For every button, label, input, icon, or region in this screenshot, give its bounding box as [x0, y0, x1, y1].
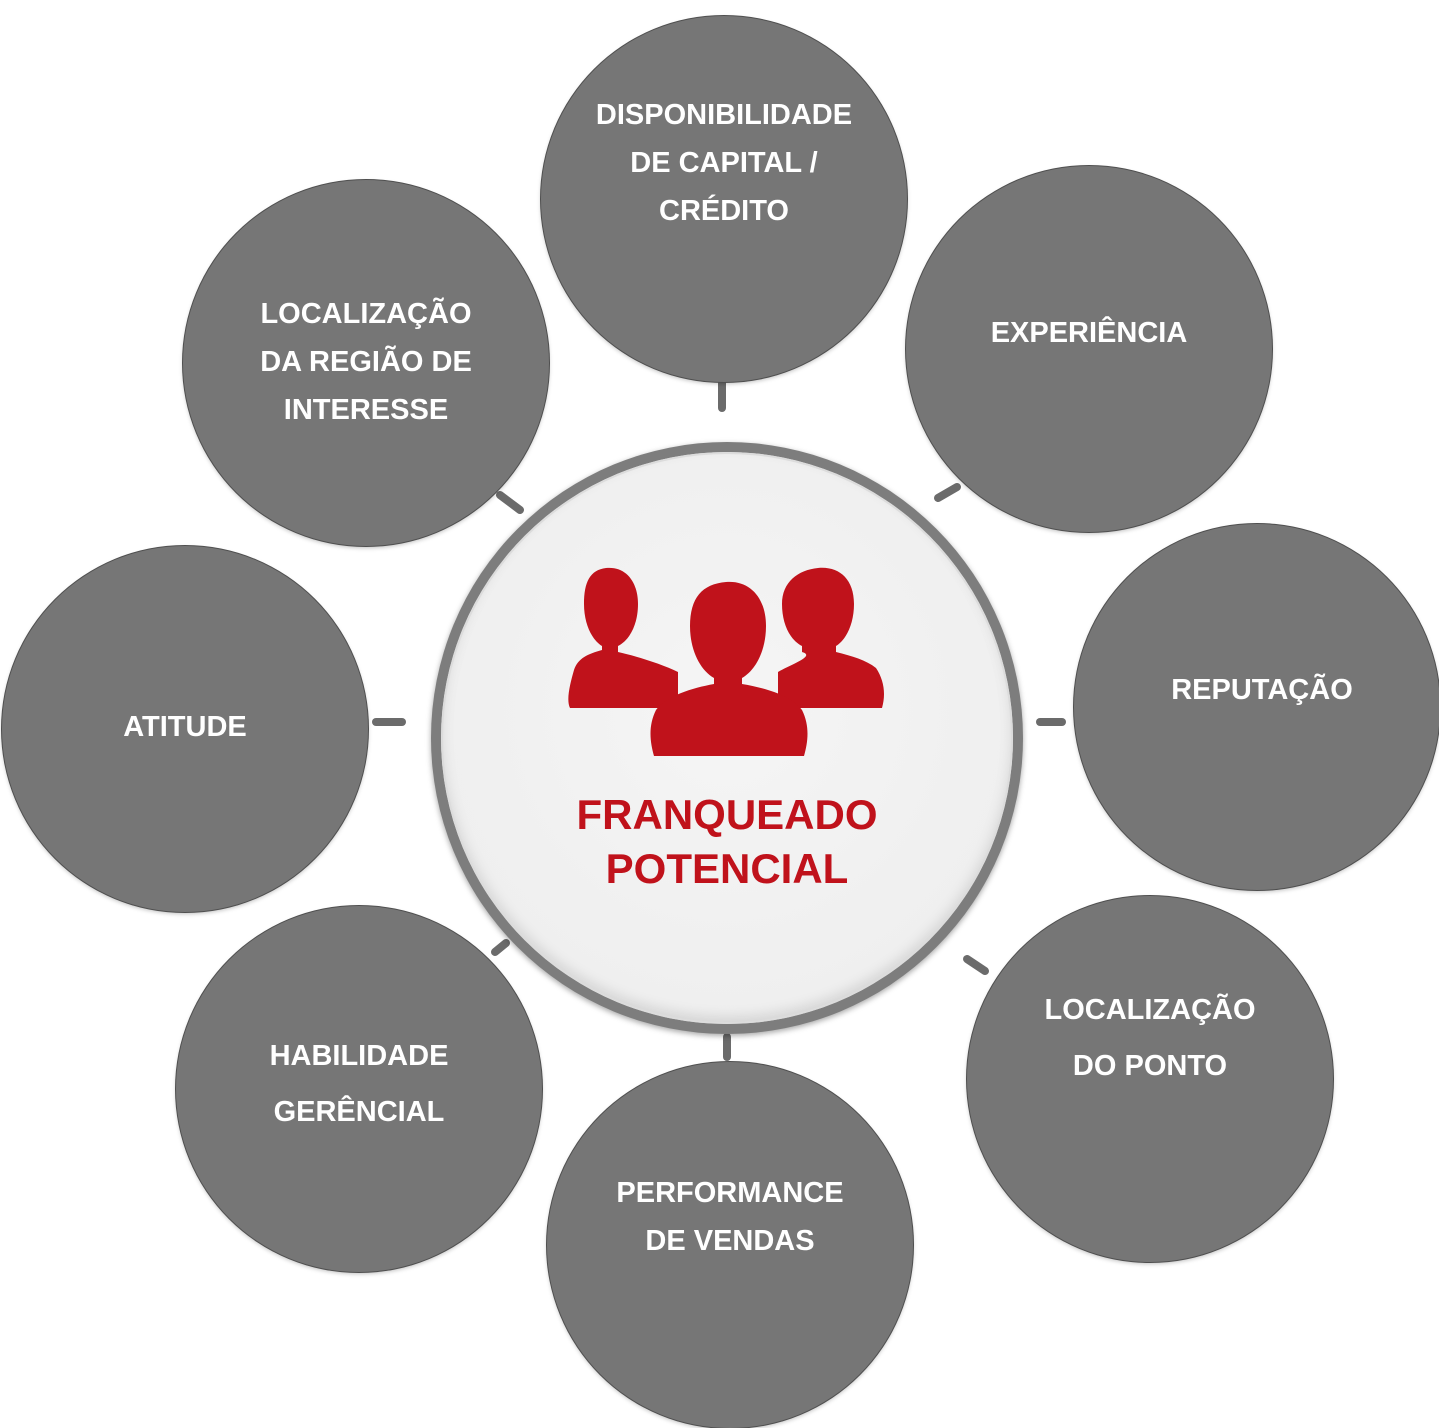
node-label-habilidade: HABILIDADE GERÊNCIAL — [269, 1039, 449, 1128]
node-label-atitude: ATITUDE — [123, 710, 247, 743]
connector-experiencia — [934, 483, 961, 502]
node-reputacao: REPUTAÇÃO — [1074, 524, 1439, 890]
node-habilidade: HABILIDADE GERÊNCIAL — [176, 906, 542, 1272]
node-experiencia: EXPERIÊNCIA — [906, 166, 1272, 532]
connector-habilidade — [491, 939, 510, 956]
center-title: FRANQUEADO POTENCIAL — [576, 791, 878, 892]
node-label-localizacao-ponto: LOCALIZAÇÃO DO PONTO — [1044, 994, 1256, 1082]
node-label-performance: PERFORMANCE DE VENDAS — [616, 1176, 844, 1257]
node-localizacao-ponto: LOCALIZAÇÃO DO PONTO — [967, 896, 1333, 1262]
node-label-capital: DISPONIBILIDADE DE CAPITAL / CRÉDITO — [595, 99, 853, 227]
node-label-localizacao-regiao: LOCALIZAÇÃO DA REGIÃO DE INTERESSE — [260, 297, 472, 426]
node-label-experiencia: EXPERIÊNCIA — [990, 316, 1188, 349]
node-atitude: ATITUDE — [2, 546, 368, 912]
node-performance: PERFORMANCE DE VENDAS — [547, 1062, 913, 1428]
node-label-reputacao: REPUTAÇÃO — [1171, 673, 1353, 706]
connector-localizacao-ponto — [963, 955, 989, 975]
node-localizacao-regiao: LOCALIZAÇÃO DA REGIÃO DE INTERESSE — [183, 180, 549, 546]
node-capital: DISPONIBILIDADE DE CAPITAL / CRÉDITO — [541, 16, 907, 382]
people-group-icon — [568, 567, 884, 756]
connector-localizacao-regiao — [496, 491, 524, 514]
